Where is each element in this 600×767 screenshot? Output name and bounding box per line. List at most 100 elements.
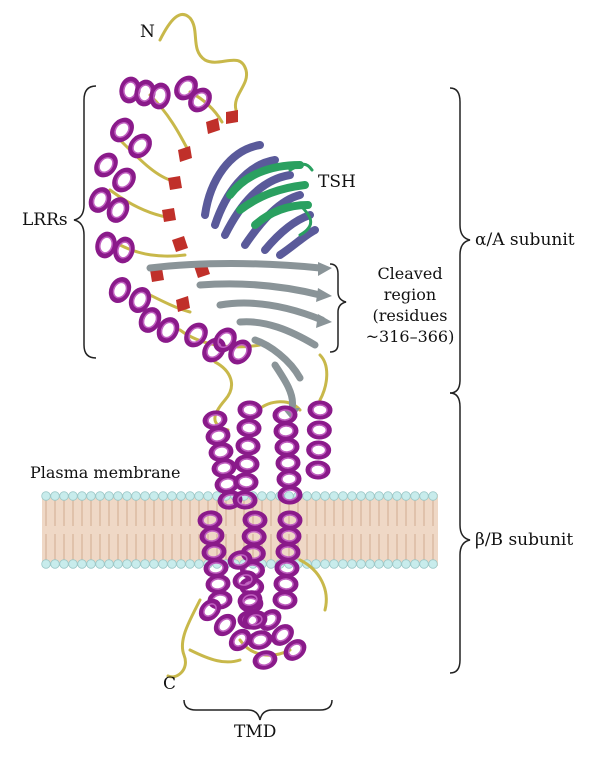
lipid-head [356, 559, 366, 569]
cleaved-region-label: Cleaved region (residues ~316–366) [350, 263, 470, 347]
cleaved-region-structure [146, 260, 326, 412]
tsh-label: TSH [318, 172, 356, 192]
lipid-head [392, 491, 402, 501]
brackets [73, 85, 471, 721]
helix [138, 307, 180, 343]
lipid-head [329, 491, 339, 501]
lipid-head [95, 491, 105, 501]
cleaved-line-1: Cleaved [377, 264, 443, 283]
helix [213, 327, 252, 365]
lipid-head [104, 559, 114, 569]
lipid-head [374, 559, 384, 569]
helix [88, 187, 130, 223]
lrr-helices [88, 75, 252, 365]
helix [119, 76, 171, 110]
lipid-head [59, 559, 69, 569]
lipid-head [320, 491, 330, 501]
helix [272, 510, 303, 610]
n-terminus-label: N [140, 22, 155, 42]
lipid-head [419, 559, 429, 569]
lipid-head [266, 491, 276, 501]
lipid-head [320, 559, 330, 569]
lipid-head [410, 559, 420, 569]
lipid-head [401, 491, 411, 501]
lipid-head [158, 491, 168, 501]
helix [95, 231, 135, 264]
lipid-head [86, 559, 96, 569]
lipid-head [104, 491, 114, 501]
cleaved-line-3: (residues [372, 306, 448, 325]
lipid-head [113, 491, 123, 501]
lipid-head [113, 559, 123, 569]
lipid-head [194, 559, 204, 569]
lipid-head [41, 559, 51, 569]
lipid-head [50, 559, 60, 569]
lipid-head [194, 491, 204, 501]
lipid-head [131, 491, 141, 501]
tmd-helices [197, 400, 333, 670]
lipid-head [167, 559, 177, 569]
lipid-head [365, 559, 375, 569]
helix [197, 510, 233, 610]
lipid-head [149, 491, 159, 501]
cleaved-line-2: region [383, 285, 437, 304]
lipid-head [338, 491, 348, 501]
lipid-head [185, 491, 195, 501]
lipid-head [140, 491, 150, 501]
helix [227, 550, 278, 670]
lipid-head [176, 559, 186, 569]
lipid-head [167, 491, 177, 501]
beta-subunit-bracket [449, 392, 471, 674]
lipid-head [68, 559, 78, 569]
helix [305, 400, 333, 480]
lipid-head [401, 559, 411, 569]
helix [110, 117, 152, 159]
lipid-head [347, 491, 357, 501]
beta-subunit-label: β/B subunit [475, 530, 574, 550]
lipid-head [185, 559, 195, 569]
lipid-head [266, 559, 276, 569]
lipid-head [86, 491, 96, 501]
alpha-subunit-label: α/A subunit [475, 230, 575, 250]
tmd-label: TMD [234, 722, 277, 742]
helix [272, 405, 303, 505]
lrrs-label: LRRs [22, 210, 68, 230]
lipid-head [140, 559, 150, 569]
lipid-head [122, 491, 132, 501]
alpha-subunit-bracket [449, 87, 471, 394]
cleaved-line-4: ~316–366) [365, 327, 455, 346]
c-terminus-label: C [163, 674, 177, 694]
lipid-head [68, 491, 78, 501]
lipid-head [311, 559, 321, 569]
helix [232, 400, 263, 510]
lipid-head [257, 491, 267, 501]
lipid-head [329, 559, 339, 569]
lipid-head [77, 559, 87, 569]
lipid-head [410, 491, 420, 501]
lipid-head [383, 559, 393, 569]
lipid-head [50, 491, 60, 501]
helix [94, 152, 136, 193]
lipid-head [158, 559, 168, 569]
lipid-head [311, 491, 321, 501]
lipid-head [419, 491, 429, 501]
lrrs-bracket [73, 85, 97, 359]
lipid-head [428, 491, 438, 501]
lipid-head [347, 559, 357, 569]
lipid-head [374, 491, 384, 501]
cleaved-region-bracket [329, 263, 347, 353]
lipid-head [122, 559, 132, 569]
lipid-head [77, 491, 87, 501]
tmd-bracket [183, 699, 333, 721]
lipid-head [59, 491, 69, 501]
lipid-head [383, 491, 393, 501]
lipid-head [428, 559, 438, 569]
tsh-hormone [201, 141, 319, 259]
helix [184, 322, 226, 363]
plasma-membrane-label: Plasma membrane [30, 463, 181, 482]
lipid-head [356, 491, 366, 501]
helix [174, 75, 212, 113]
lipid-head [203, 491, 213, 501]
lipid-head [338, 559, 348, 569]
